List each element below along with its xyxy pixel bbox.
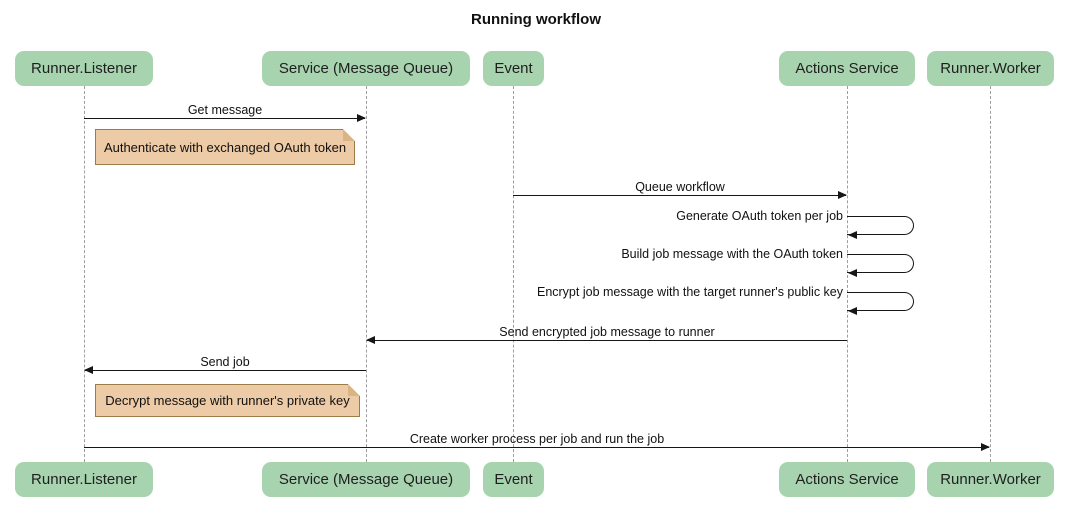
lifeline-actions-service — [847, 86, 848, 462]
note-authenticate-oauth: Authenticate with exchanged OAuth token — [95, 129, 355, 165]
arrowhead-left-icon — [366, 336, 375, 344]
message-label-get-message: Get message — [187, 103, 263, 117]
message-arrow-send-encrypted-job — [366, 336, 847, 344]
message-arrow-queue-workflow — [513, 191, 847, 199]
arrowhead-left-icon — [848, 269, 857, 277]
message-label-send-encrypted-job: Send encrypted job message to runner — [499, 325, 715, 339]
message-arrow-get-message — [84, 114, 366, 122]
arrowhead-right-icon — [838, 191, 847, 199]
actor-event-top: Event — [483, 51, 544, 86]
actor-runner-listener-bottom: Runner.Listener — [15, 462, 153, 497]
diagram-title: Running workflow — [471, 11, 601, 28]
actor-service-message-queue-bottom: Service (Message Queue) — [262, 462, 470, 497]
lifeline-runner-listener — [84, 86, 85, 462]
message-label-build-job-message: Build job message with the OAuth token — [621, 247, 843, 261]
message-label-encrypt-job-message: Encrypt job message with the target runn… — [536, 285, 843, 299]
actor-runner-listener-top: Runner.Listener — [15, 51, 153, 86]
actor-runner-worker-bottom: Runner.Worker — [927, 462, 1054, 497]
arrowhead-left-icon — [848, 307, 857, 315]
actor-actions-service-top: Actions Service — [779, 51, 915, 86]
note-decrypt-message: Decrypt message with runner's private ke… — [95, 384, 360, 417]
arrowhead-right-icon — [357, 114, 366, 122]
arrowhead-right-icon — [981, 443, 990, 451]
actor-event-bottom: Event — [483, 462, 544, 497]
lifeline-event — [513, 86, 514, 462]
message-arrow-create-worker-process — [84, 443, 990, 451]
arrowhead-left-icon — [848, 231, 857, 239]
message-label-create-worker-process: Create worker process per job and run th… — [409, 432, 665, 446]
message-arrow-send-job — [84, 366, 366, 374]
self-message-encrypt-job-message — [847, 292, 914, 315]
lifeline-service-message-queue — [366, 86, 367, 462]
actor-service-message-queue-top: Service (Message Queue) — [262, 51, 470, 86]
message-label-queue-workflow: Queue workflow — [635, 180, 725, 194]
self-message-generate-oauth-token — [847, 216, 914, 239]
message-label-send-job: Send job — [200, 355, 250, 369]
arrowhead-left-icon — [84, 366, 93, 374]
actor-actions-service-bottom: Actions Service — [779, 462, 915, 497]
lifeline-runner-worker — [990, 86, 991, 462]
self-message-build-job-message — [847, 254, 914, 277]
actor-runner-worker-top: Runner.Worker — [927, 51, 1054, 86]
message-label-generate-oauth-token: Generate OAuth token per job — [676, 209, 843, 223]
